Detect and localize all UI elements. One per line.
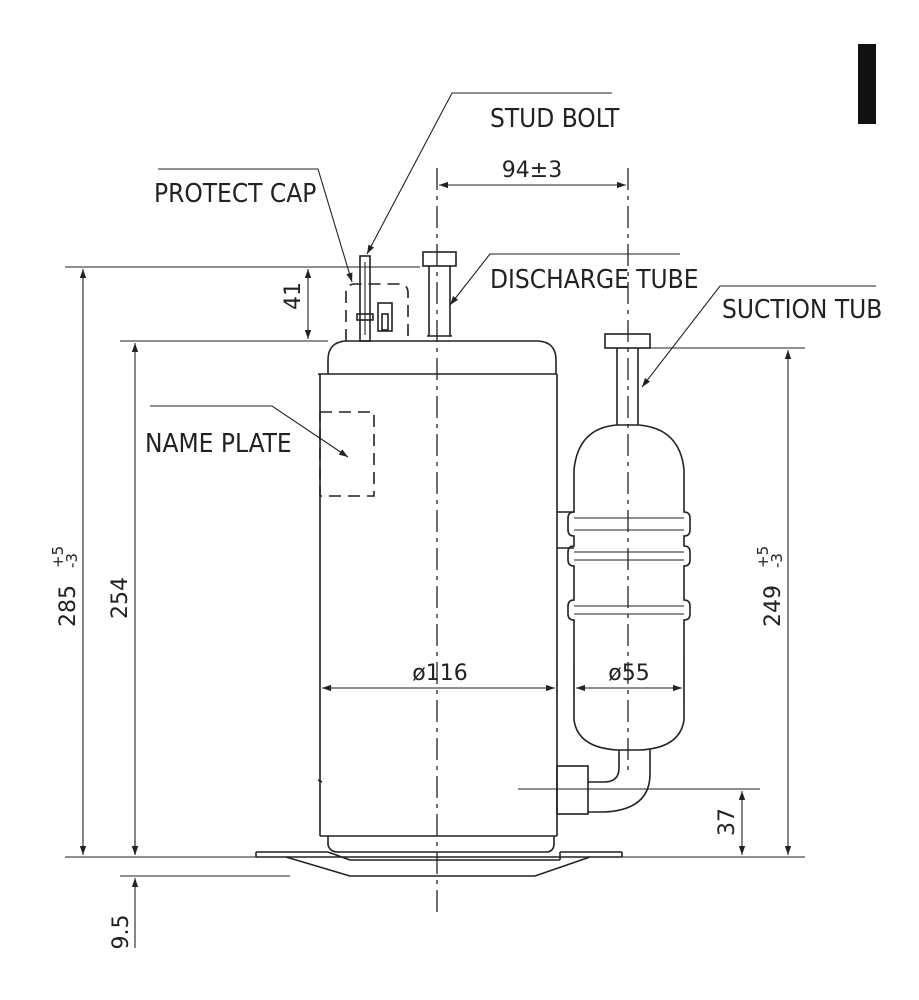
discharge-tube-label: DISCHARGE TUBE: [490, 265, 699, 295]
discharge-tube-leader: [449, 253, 680, 306]
svg-text:-3: -3: [63, 553, 81, 568]
suction-tube-leader: [641, 285, 876, 388]
base-plate: [255, 851, 623, 877]
discharge-tube: [422, 251, 457, 337]
dim-37-text: 37: [715, 808, 740, 836]
dim-254-text: 254: [108, 577, 133, 619]
dim-116-text: ø116: [412, 661, 467, 686]
dim-94-text: 94±3: [502, 158, 562, 183]
name-plate-leader: [150, 405, 349, 458]
protect-cap-label: PROTECT CAP: [154, 179, 316, 209]
stud-bolt-label: STUD BOLT: [490, 104, 620, 134]
protect-cap: [345, 283, 409, 341]
dim-41-text: 41: [281, 282, 306, 310]
dim-55-text: ø55: [608, 661, 649, 686]
accumulator: [556, 333, 691, 815]
svg-text:+5: +5: [754, 546, 772, 568]
name-plate-label: NAME PLATE: [145, 429, 292, 459]
stud-bolt: [356, 255, 374, 342]
dim-285-text: 285 +5 -3: [49, 546, 81, 627]
svg-text:-3: -3: [768, 553, 786, 568]
suction-tube-label: SUCTION TUB: [722, 295, 882, 325]
dim-249-text: 249 +5 -3: [754, 546, 786, 627]
svg-text:249: 249: [761, 585, 786, 627]
svg-text:285: 285: [56, 585, 81, 627]
svg-text:+5: +5: [49, 546, 67, 568]
extension-lines: [65, 266, 805, 877]
stud-bolt-leader: [366, 92, 612, 255]
dim-9-5-text: 9.5: [109, 915, 134, 950]
corner-mark: [858, 44, 876, 124]
protect-cap-leader: [158, 168, 353, 283]
name-plate-outline: [319, 411, 375, 497]
